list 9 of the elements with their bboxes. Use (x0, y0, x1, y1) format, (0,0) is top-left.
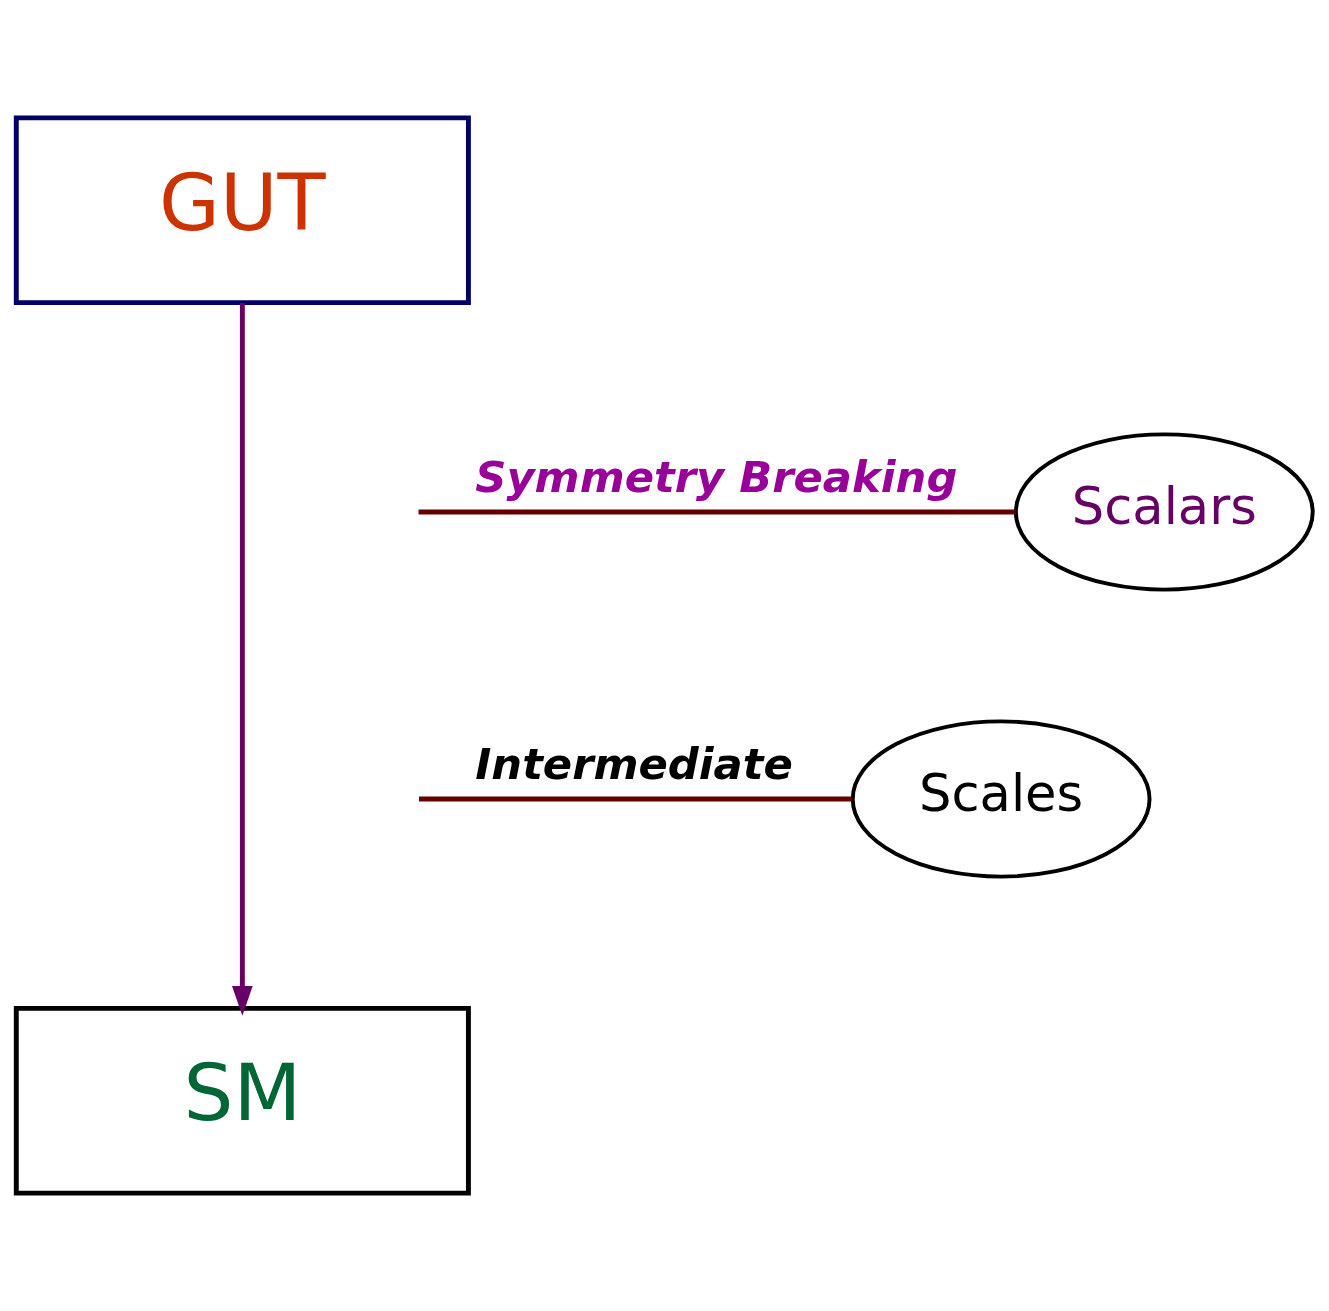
connector (418, 509, 1016, 515)
edge-label: Symmetry Breaking (475, 451, 958, 502)
node-box: GUT (13, 115, 471, 306)
node-ellipse: Scales (850, 719, 1152, 879)
edge-label: Intermediate (475, 738, 793, 789)
node-box: SM (13, 1005, 471, 1196)
node-ellipse: Scalars (1013, 432, 1315, 592)
arrow (232, 302, 253, 1016)
connector (419, 796, 853, 802)
